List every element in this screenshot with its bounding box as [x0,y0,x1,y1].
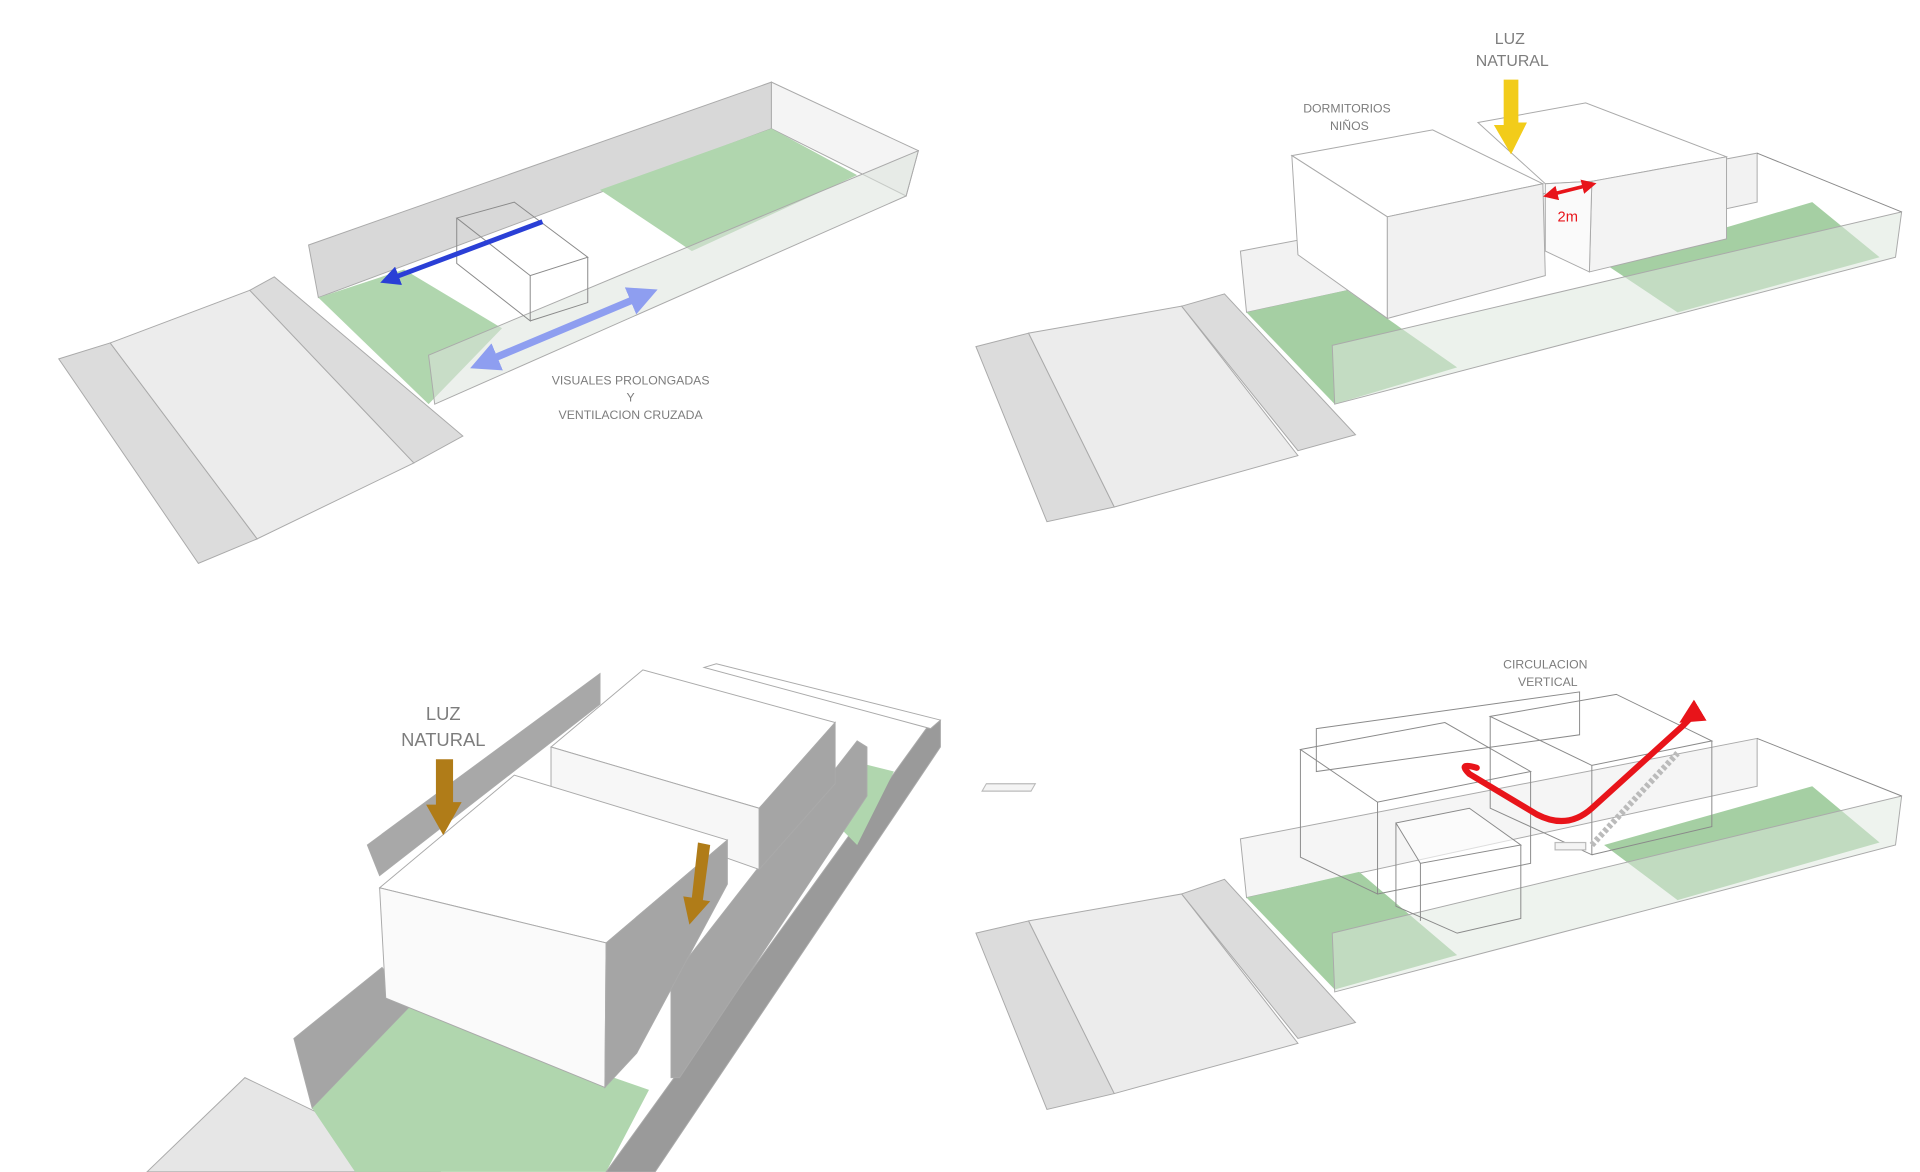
gap-dimension-arrow [1543,179,1597,201]
sidewalk [1180,878,1357,1040]
panel-cross-ventilation: VISUALES PROLONGADAS Y VENTILACION CRUZA… [57,81,920,564]
inner-wall [670,740,868,1079]
light-label-line1: LUZ [1495,31,1525,48]
light-label-line1: LUZ [426,703,461,724]
ventilation-arrow [380,219,544,285]
bedrooms-label-line1: DORMITORIOS [1303,102,1390,116]
light-arrow [426,759,462,836]
bedroom-box-front [1290,129,1546,320]
label-line1: VISUALES PROLONGADAS [552,374,710,388]
lower-box [378,774,729,1089]
garden [312,1006,649,1172]
light-arrow-secondary [683,842,711,925]
transparent-volumes [1299,691,1714,934]
label-line3: VENTILACION CRUZADA [559,408,704,422]
light-arrow [1493,79,1527,155]
panel-children-bedrooms: 2m LUZ NATURAL DORMITORIOS NIÑOS [975,31,1903,523]
rear-wall [366,672,601,877]
circulation-label-line2: VERTICAL [1518,675,1578,689]
glass-wall [1331,795,1903,993]
bedrooms-label-line2: NIÑOS [1330,119,1369,133]
gap-label: 2m [1558,210,1578,226]
circulation-path [1461,699,1707,825]
panel-vertical-circulation: CIRCULACION VERTICAL [975,658,1903,1111]
back-garden [600,128,858,252]
view-arrow [470,287,658,371]
light-label-line2: NATURAL [1476,53,1549,70]
sidewalk [1180,293,1357,452]
ventilation-label: VISUALES PROLONGADAS Y VENTILACION CRUZA… [552,374,710,422]
sidewalk [249,276,464,464]
outer-wall-top [702,663,942,730]
light-label-line2: NATURAL [401,729,485,750]
glass-wall [1331,211,1903,405]
circulation-label-line1: CIRCULACION [1503,658,1587,672]
bedroom-box-rear [1476,102,1729,273]
street [1027,305,1299,508]
panel-natural-light: LUZ NATURAL [146,663,942,1172]
stairs [981,751,1680,851]
street [1027,893,1299,1095]
label-line2: Y [627,391,635,405]
